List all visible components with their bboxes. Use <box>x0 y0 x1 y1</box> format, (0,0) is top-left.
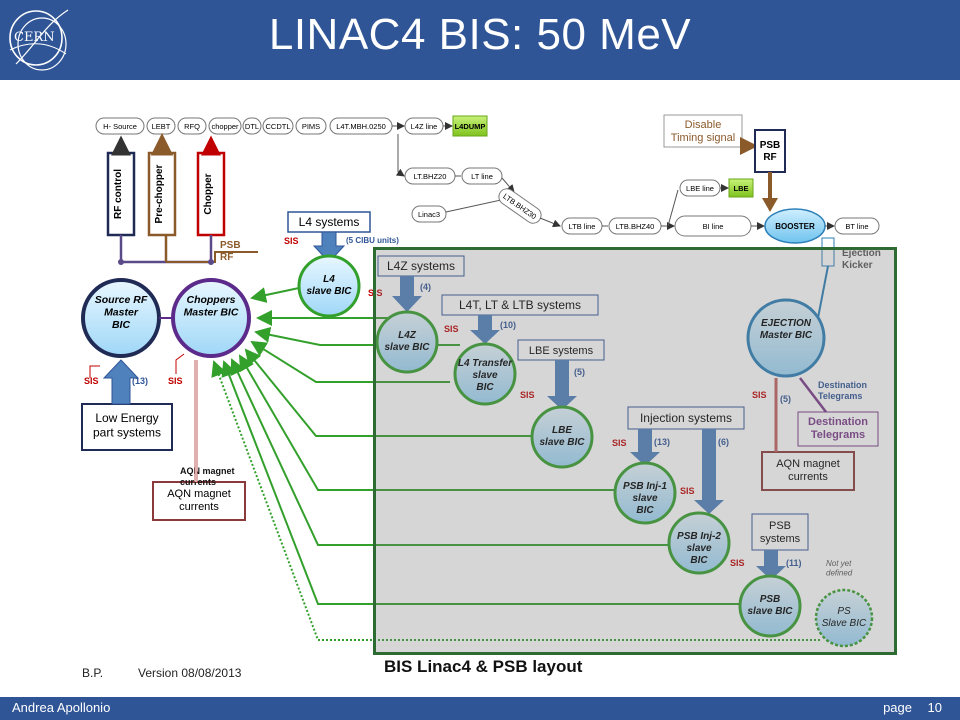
bis-diagram: H- Source LEBT RFQ chopper DTL CCDTL PIM… <box>81 114 881 648</box>
layout-caption: BIS Linac4 & PSB layout <box>384 657 583 676</box>
lbe-systems-label: LBE systems <box>529 345 594 357</box>
beam-element-l4dump: L4DUMP <box>455 122 486 131</box>
sis-label-psb: SIS <box>730 558 745 568</box>
count-lbe: (5) <box>574 367 585 377</box>
l4z-systems-label: L4Z systems <box>387 259 455 273</box>
beam-element-rfq: RFQ <box>184 122 200 131</box>
green-links <box>211 287 820 641</box>
author-initials: B.P. <box>82 666 104 680</box>
beam-element-ltb-bhz40: LTB.BHZ40 <box>616 222 655 231</box>
count-ejection: (5) <box>780 394 791 404</box>
l4t-systems-label: L4T, LT & LTB systems <box>459 298 581 312</box>
count-l4z: (4) <box>420 282 431 292</box>
sis-label-l4t: SIS <box>444 324 459 334</box>
l4-systems-label: L4 systems <box>299 215 360 229</box>
version-label: Version 08/08/2013 <box>138 666 242 680</box>
beam-element-lt-line: LT line <box>471 172 493 181</box>
beam-element-l4z-line: L4Z line <box>411 122 438 131</box>
beam-element-lt-bhz20: LT.BHZ20 <box>414 172 447 181</box>
beam-element-bt-line: BT line <box>845 222 868 231</box>
footer-bar: Andrea Apollonio page 10 <box>0 697 960 720</box>
count-l4t: (10) <box>500 320 516 330</box>
pre-chopper-label: Pre-chopper <box>154 164 165 223</box>
header-bar: CERN LINAC4 BIS: 50 MeV <box>0 0 960 80</box>
footer-author: Andrea Apollonio <box>12 700 111 715</box>
beamline-transfer-rows: LT.BHZ20 LT line Linac3 LTB.BHZ30 LTB li… <box>395 134 880 244</box>
slide-title: LINAC4 BIS: 50 MeV <box>268 10 692 59</box>
sis-label-lbe: SIS <box>520 390 535 400</box>
beam-element-linac3: Linac3 <box>418 210 440 219</box>
cern-logo-text: CERN <box>14 30 55 45</box>
footer-page-label: page <box>883 700 912 715</box>
sis-label-inj2: SIS <box>680 486 695 496</box>
count-inj2: (6) <box>718 437 729 447</box>
count-inj1: (13) <box>654 437 670 447</box>
beamline-top-row: H- Source LEBT RFQ chopper DTL CCDTL PIM… <box>95 115 488 137</box>
sis-label-source: SIS <box>84 376 99 386</box>
footer-page-number: 10 <box>927 700 942 715</box>
sis-label-ejection: SIS <box>752 390 767 400</box>
chopper-label: Chopper <box>203 173 214 214</box>
count-source-systems: (13) <box>132 376 148 386</box>
sis-label-choppers: SIS <box>168 376 183 386</box>
beam-element-pims: PIMS <box>302 122 320 131</box>
beam-element-chopper: chopper <box>211 122 239 131</box>
beam-element-booster: BOOSTER <box>775 222 815 231</box>
rf-control-label: RF control <box>113 169 124 219</box>
sis-label-inj1: SIS <box>612 438 627 448</box>
cibu-units-label: (5 CIBU units) <box>346 236 399 245</box>
beam-element-lbe: LBE <box>734 184 749 193</box>
injection-systems-label: Injection systems <box>640 411 732 425</box>
beam-element-bi-line: BI line <box>703 222 724 231</box>
cern-logo: CERN <box>9 9 69 71</box>
beam-element-ltb-line: LTB line <box>569 222 596 231</box>
beam-element-ccdtl: CCDTL <box>265 122 290 131</box>
sis-label-l4: SIS <box>284 236 299 246</box>
count-psb: (11) <box>786 558 802 568</box>
beam-element-l4t-mbh: L4T.MBH.0250 <box>336 122 386 131</box>
beam-element-lbe-line: LBE line <box>686 184 714 193</box>
highlight-overlay <box>373 247 897 655</box>
beam-element-lebt: LEBT <box>152 122 171 131</box>
beam-element-dtl: DTL <box>245 122 259 131</box>
beam-element-h-source: H- Source <box>103 122 137 131</box>
